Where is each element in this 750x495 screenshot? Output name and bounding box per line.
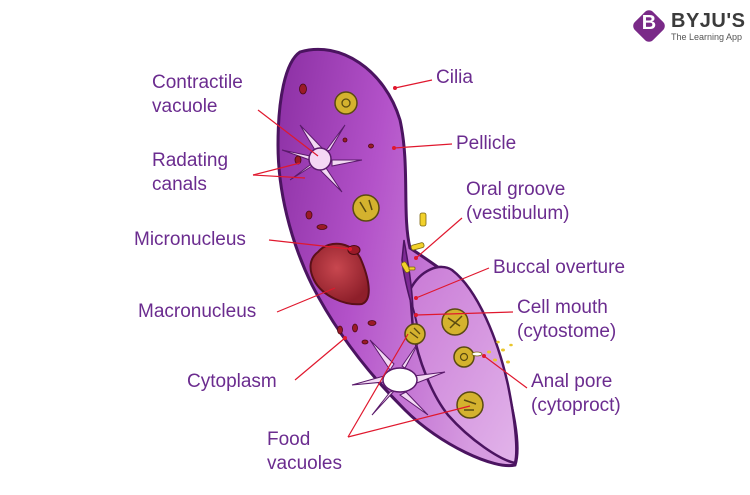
label-line: Radating (152, 150, 229, 171)
logo-letter: B (641, 12, 657, 34)
food-vacuole (334, 91, 358, 115)
brand-tagline: The Learning App (671, 32, 743, 42)
label-buccal-overture: Buccal overture (493, 257, 626, 278)
label-cytoplasm: Cytoplasm (187, 371, 277, 392)
label-oral-groove: Oral groove (vestibulum) (466, 178, 569, 226)
label-line: Contractile (152, 72, 243, 93)
label-micronucleus: Micronucleus (134, 229, 246, 250)
label-anal-pore: Anal pore (cytoproct) (531, 370, 621, 418)
brand-name: BYJU'S (671, 10, 746, 32)
label-cilia: Cilia (436, 67, 473, 88)
label-line: (cytoproct) (531, 395, 621, 416)
food-vacuole (456, 391, 484, 419)
label-line: Food (267, 429, 311, 450)
label-line: Oral groove (466, 179, 566, 200)
food-vacuoles (334, 91, 484, 419)
label-line: canals (152, 174, 207, 195)
label-cell-mouth: Cell mouth (cytostome) (517, 296, 616, 344)
label-line: (vestibulum) (466, 203, 570, 224)
label-line: Anal pore (531, 371, 613, 392)
expelled-particles (471, 340, 513, 364)
contractile-vacuole-upper (281, 124, 363, 193)
label-macronucleus: Macronucleus (138, 301, 257, 322)
label-line: Cell mouth (517, 297, 608, 318)
label-pellicle: Pellicle (456, 133, 517, 154)
food-vacuole (441, 308, 469, 336)
label-line: (cytostome) (517, 321, 617, 342)
label-contractile-vacuole: Contractile vacuole (152, 71, 243, 119)
cytoplasm-granules (294, 83, 377, 345)
food-vacuole (404, 323, 426, 345)
food-vacuole (352, 194, 380, 222)
label-line: vacuoles (267, 453, 342, 474)
label-line: vacuole (152, 96, 218, 117)
contractile-vacuole-lower (351, 339, 446, 416)
food-particles (401, 212, 427, 273)
byjus-logo: B BYJU'S The Learning App (630, 7, 746, 46)
leader-dots (343, 86, 486, 358)
food-vacuole (453, 346, 475, 368)
leader-lines (252, 79, 528, 438)
label-food-vacuoles: Food vacuoles (267, 428, 342, 476)
label-radiating-canals: Radating canals (152, 149, 228, 197)
